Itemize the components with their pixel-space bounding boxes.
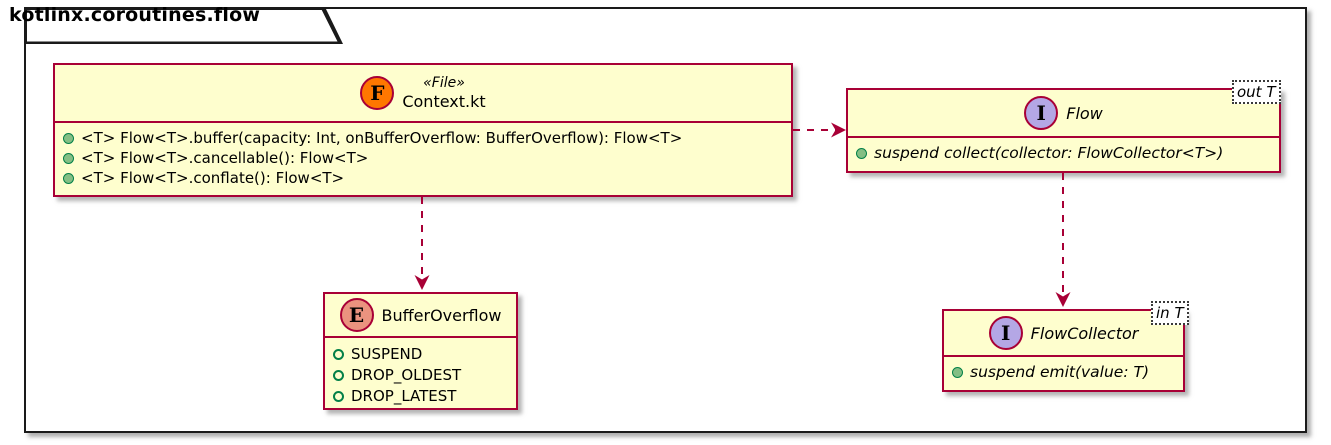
method-signature: <T> Flow<T>.cancellable(): Flow<T> (81, 149, 369, 167)
enum-constant-row: SUSPEND (333, 344, 508, 365)
public-method-icon (856, 147, 867, 159)
enum-constant-row: DROP_OLDEST (333, 365, 508, 386)
node-title: FlowCollector (1030, 323, 1139, 343)
interface-spot-icon: I (988, 316, 1023, 350)
interface-node-flow: I Flow suspend collect(collector: FlowCo… (846, 88, 1281, 173)
field-icon (333, 391, 344, 402)
enum-constant: DROP_OLDEST (351, 366, 462, 384)
field-icon (333, 370, 344, 381)
enum-constant: DROP_LATEST (351, 387, 457, 405)
file-node-context: F «File» Context.kt <T> Flow<T>.buffer(c… (53, 63, 793, 197)
public-method-icon (952, 366, 963, 378)
node-title: BufferOverflow (381, 305, 502, 325)
enum-constant-row: DROP_LATEST (333, 386, 508, 407)
interface-spot-icon: I (1024, 96, 1059, 130)
package-title: kotlinx.coroutines.flow (9, 4, 261, 26)
package-frame (24, 7, 1307, 433)
generic-tag-in-t: in T (1151, 301, 1189, 325)
interface-node-flowcollector: I FlowCollector suspend emit(value: T) (942, 309, 1185, 392)
node-title: Flow (1066, 103, 1103, 123)
method-row: suspend collect(collector: FlowCollector… (856, 143, 1271, 163)
enum-constant: SUSPEND (351, 345, 423, 363)
public-method-icon (63, 132, 74, 144)
method-row: <T> Flow<T>.conflate(): Flow<T> (63, 168, 783, 188)
method-row: <T> Flow<T>.buffer(capacity: Int, onBuff… (63, 128, 783, 148)
stereotype-label: «File» (423, 75, 465, 91)
file-spot-icon: F (360, 76, 395, 110)
method-signature: suspend collect(collector: FlowCollector… (874, 144, 1224, 162)
enum-node-bufferoverflow: E BufferOverflow SUSPEND DROP_OLDEST DRO… (323, 292, 518, 410)
method-row: suspend emit(value: T) (952, 362, 1175, 382)
enum-node-header: E BufferOverflow (325, 294, 516, 338)
interface-node-flowcollector-header: I FlowCollector (944, 311, 1183, 357)
generic-tag-out-t: out T (1232, 80, 1281, 104)
file-node-context-header: F «File» Context.kt (55, 65, 791, 123)
node-title: Context.kt (402, 92, 486, 111)
interface-node-flow-header: I Flow (848, 90, 1279, 138)
method-signature: <T> Flow<T>.conflate(): Flow<T> (81, 169, 345, 187)
package-tab (24, 7, 343, 44)
method-row: <T> Flow<T>.cancellable(): Flow<T> (63, 148, 783, 168)
public-method-icon (63, 172, 74, 184)
field-icon (333, 349, 344, 360)
package-tab-face (26, 9, 338, 42)
public-method-icon (63, 152, 74, 164)
method-signature: suspend emit(value: T) (970, 363, 1150, 381)
method-signature: <T> Flow<T>.buffer(capacity: Int, onBuff… (81, 129, 683, 147)
enum-spot-icon: E (339, 298, 374, 332)
